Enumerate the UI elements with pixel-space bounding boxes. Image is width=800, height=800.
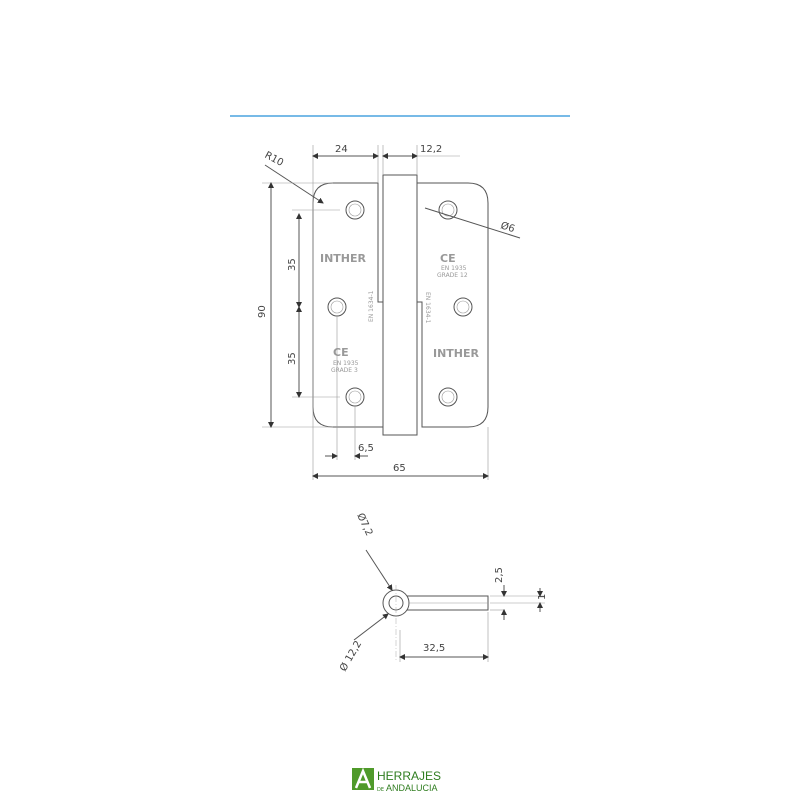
dim-6-5: 6,5 <box>358 443 374 454</box>
vertical-mark-left: EN 1634-1 <box>368 290 375 322</box>
dim-inner-dia: Ø7,2 <box>354 511 375 538</box>
std-right: EN 1935 <box>441 265 467 272</box>
brand-mark-right: INTHER <box>433 347 480 360</box>
front-view: INTHER INTHER CE CE EN 1935 GRADE 3 EN 1… <box>257 144 521 480</box>
brand-mark-left: INTHER <box>320 252 367 265</box>
dim-35-top: 35 <box>287 258 298 271</box>
dim-35-bottom: 35 <box>287 352 298 365</box>
grade-right: GRADE 12 <box>437 272 468 279</box>
dim-1: 1 <box>537 594 548 600</box>
logo-line2: ANDALUCIA <box>386 783 438 793</box>
herrajes-logo: HERRAJES DE ANDALUCIA <box>352 767 441 793</box>
logo-prefix: DE <box>377 787 384 793</box>
dimension-lines <box>262 145 521 480</box>
holes <box>327 200 473 407</box>
vertical-mark-right: EN 1634-1 <box>424 292 431 324</box>
ce-mark-left: CE <box>333 346 349 359</box>
dim-12-2: 12,2 <box>420 144 442 155</box>
dim-32-5: 32,5 <box>423 643 445 654</box>
dim-2-5: 2,5 <box>494 567 505 583</box>
dim-90: 90 <box>257 305 268 318</box>
grade-left: GRADE 3 <box>331 367 358 374</box>
ce-mark-right: CE <box>440 252 456 265</box>
dim-outer-dia: Ø 12,2 <box>337 639 364 674</box>
side-view: Ø7,2 Ø 12,2 32,5 2,5 1 <box>337 511 548 673</box>
dim-hole-dia: Ø6 <box>499 219 516 235</box>
std-left: EN 1935 <box>333 360 359 367</box>
dim-65: 65 <box>393 463 406 474</box>
dim-24: 24 <box>335 144 348 155</box>
knuckle <box>382 174 418 436</box>
right-leaf <box>417 182 489 428</box>
logo-line1: HERRAJES <box>377 769 441 783</box>
